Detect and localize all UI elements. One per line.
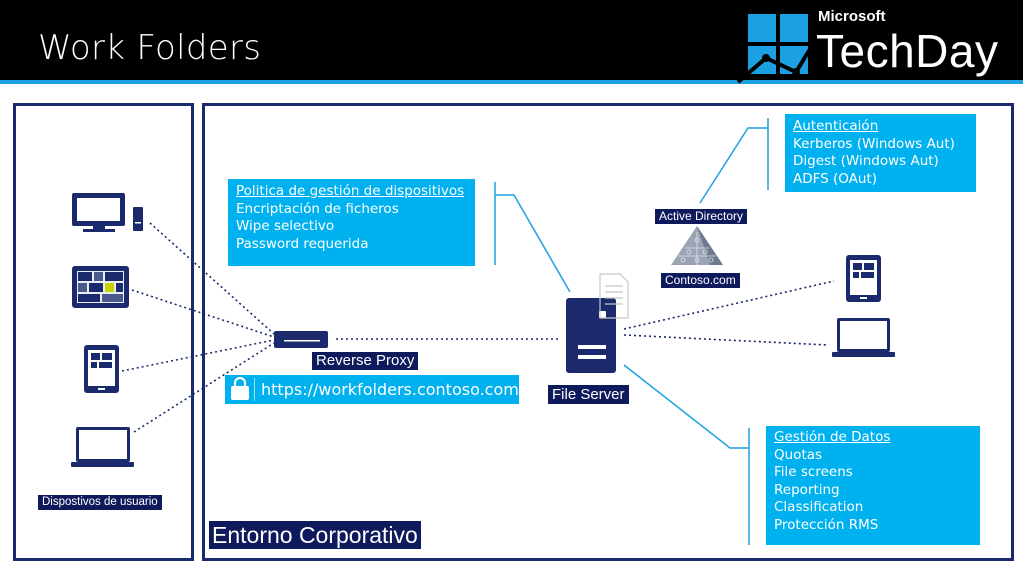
auth-heading: Autenticaión: [793, 118, 879, 134]
data-item: Reporting: [774, 481, 840, 498]
contoso-label: Contoso.com: [661, 273, 740, 288]
page-title: Work Folders: [38, 28, 262, 68]
devices-label: Dispostivos de usuario: [38, 495, 162, 510]
techday-logo-icon: [736, 14, 820, 84]
brand-microsoft: Microsoft: [818, 8, 886, 25]
laptop-icon: [71, 427, 134, 467]
policy-box: Politica de gestión de dispositivos Encr…: [228, 179, 475, 266]
tablet-icon: [72, 266, 129, 308]
auth-item: ADFS (OAut): [793, 170, 878, 187]
reverse-proxy-label: Reverse Proxy: [312, 352, 419, 370]
policy-item: Password requerida: [236, 235, 369, 252]
policy-heading: Politica de gestión de dispositivos: [236, 183, 465, 199]
data-item: Quotas: [774, 446, 823, 463]
server-icon: [566, 298, 616, 373]
desktop-icon: [72, 193, 143, 232]
data-item: File screens: [774, 464, 853, 481]
document-icon: [599, 273, 629, 319]
data-management-box: Gestión de Datos Quotas File screens Rep…: [766, 426, 980, 545]
device-links: [121, 222, 835, 433]
brand-techday: TechDay: [816, 25, 999, 77]
active-directory-label: Active Directory: [655, 209, 748, 224]
auth-item: Digest (Windows Aut): [793, 153, 939, 170]
url-text: https://workfolders.contoso.com: [261, 380, 519, 399]
pyramid-icon: [671, 226, 723, 265]
url-bar: [225, 375, 519, 404]
policy-item: Wipe selectivo: [236, 218, 335, 235]
header-bar: [0, 0, 1023, 84]
devices-panel: [13, 103, 194, 561]
auth-box: Autenticaión Kerberos (Windows Aut) Dige…: [785, 114, 976, 192]
header-accent-line: [0, 80, 1023, 84]
tablet-icon-right: [846, 255, 881, 302]
file-server-label: File Server: [548, 385, 629, 404]
data-item: Protección RMS: [774, 516, 879, 533]
laptop-icon-right: [832, 318, 895, 357]
phone-icon: [84, 345, 119, 393]
data-item: Classification: [774, 499, 864, 516]
corporate-panel: [202, 103, 1014, 561]
solid-links: [494, 118, 769, 545]
auth-item: Kerberos (Windows Aut): [793, 135, 955, 152]
reverse-proxy-icon: [274, 331, 328, 348]
policy-item: Encriptación de ficheros: [236, 200, 399, 217]
corporate-label: Entorno Corporativo: [209, 521, 421, 549]
data-heading: Gestión de Datos: [774, 429, 891, 445]
